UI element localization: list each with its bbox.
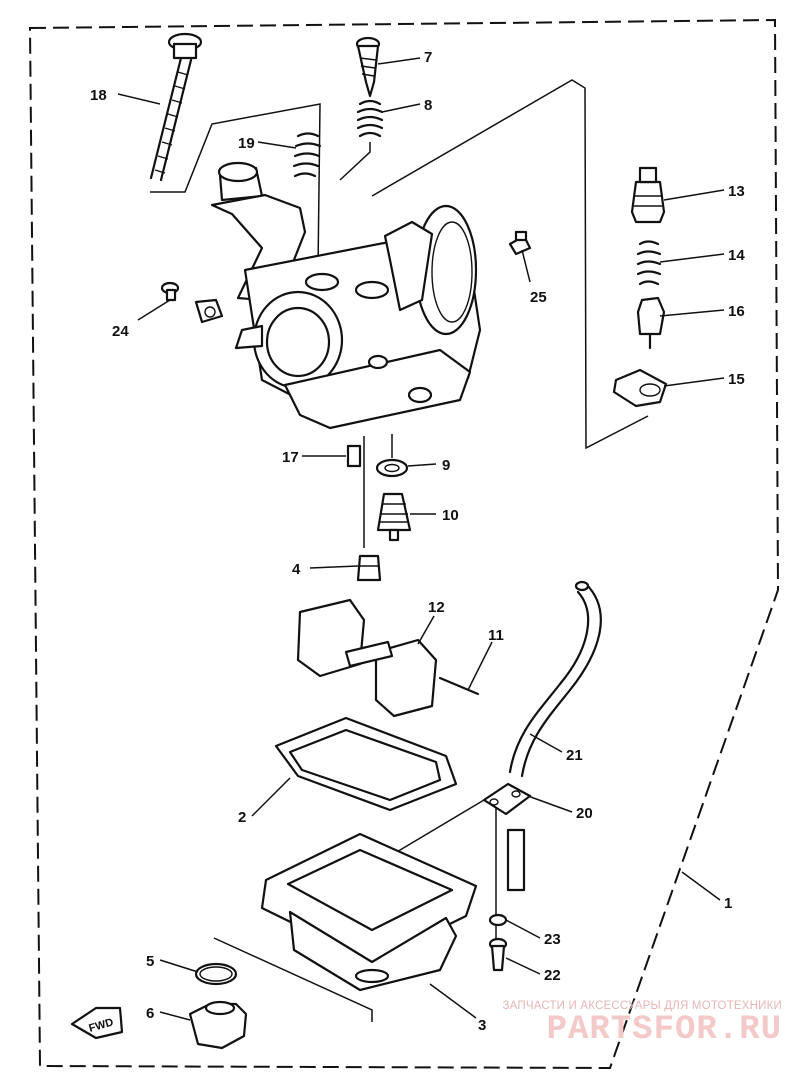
fwd-arrow: FWD — [70, 1006, 124, 1040]
callout-labels: 18 19 7 8 13 14 16 15 25 24 17 9 10 4 12… — [90, 49, 745, 1034]
assembly-boundary — [28, 18, 780, 1070]
callout-23: 23 — [544, 931, 561, 948]
part-3-float-bowl — [260, 832, 478, 992]
callout-12: 12 — [428, 599, 445, 616]
callout-25: 25 — [530, 289, 547, 306]
callout-2: 2 — [238, 809, 246, 826]
callout-11: 11 — [488, 627, 504, 644]
part-11-float-pin — [438, 676, 480, 696]
part-10-jet-holder — [376, 492, 412, 542]
part-14-spring — [636, 240, 662, 286]
callout-7: 7 — [424, 49, 432, 66]
part-12-float — [296, 598, 438, 718]
part-9-washer — [375, 458, 409, 478]
callout-1: 1 — [724, 895, 732, 912]
watermark-logo: PARTSFOR.RU — [546, 1011, 782, 1049]
part-19-spring — [292, 132, 322, 178]
carburetor-body — [210, 161, 482, 430]
part-17-jet — [346, 444, 362, 468]
part-22-screw — [488, 937, 508, 972]
part-18-long-screw — [149, 32, 203, 182]
part-23-washer — [488, 913, 508, 927]
callout-14: 14 — [728, 247, 745, 264]
part-13-valve-seat — [630, 166, 666, 224]
leader-lines — [117, 57, 725, 1021]
callout-10: 10 — [442, 507, 459, 524]
callout-18: 18 — [90, 87, 107, 104]
part-6-drain-plug — [188, 1000, 248, 1050]
callout-22: 22 — [544, 967, 561, 984]
bracket-18-19 — [150, 103, 321, 271]
callout-21: 21 — [566, 747, 583, 764]
part-24-screw — [160, 281, 224, 324]
watermark: ЗАПЧАСТИ И АКСЕССУАРЫ ДЛЯ МОТОТЕХНИКИ PA… — [502, 1000, 782, 1048]
guide-line-5-to-bowl — [213, 937, 373, 1022]
watermark-tagline: ЗАПЧАСТИ И АКСЕССУАРЫ ДЛЯ МОТОТЕХНИКИ — [502, 1000, 782, 1012]
part-7-screw — [355, 36, 381, 98]
part-15-plate — [612, 368, 668, 408]
callout-4: 4 — [292, 561, 301, 578]
callout-19: 19 — [238, 135, 255, 152]
part-2-gasket — [274, 716, 458, 812]
callout-16: 16 — [728, 303, 745, 320]
leader-8-to-body — [339, 142, 371, 181]
part-21-hose — [508, 580, 602, 778]
callout-3: 3 — [478, 1017, 486, 1034]
part-20-plate — [482, 782, 532, 892]
part-8-spring — [356, 99, 384, 138]
guide-line-body-to-15 — [371, 79, 649, 450]
callout-13: 13 — [728, 183, 745, 200]
callout-15: 15 — [728, 371, 745, 388]
callout-24: 24 — [112, 323, 129, 340]
callout-8: 8 — [424, 97, 432, 114]
guide-line-20-to-bowl — [389, 799, 485, 857]
part-5-o-ring — [194, 962, 238, 986]
callout-5: 5 — [146, 953, 154, 970]
callout-17: 17 — [282, 449, 299, 466]
callout-9: 9 — [442, 457, 450, 474]
part-16-needle — [636, 296, 666, 350]
part-4-main-jet — [356, 554, 382, 582]
callout-6: 6 — [146, 1005, 154, 1022]
part-25-screw — [508, 230, 532, 256]
callout-20: 20 — [576, 805, 593, 822]
